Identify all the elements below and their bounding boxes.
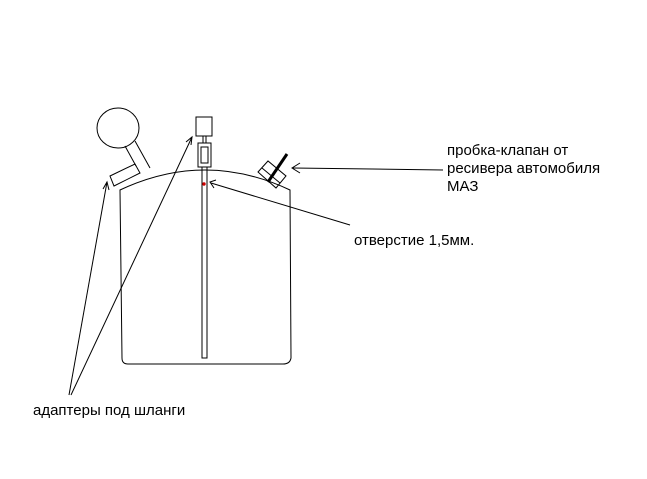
arrow-adapter-right-line (70, 136, 193, 396)
adapters-label: адаптеры под шланги (33, 402, 186, 419)
arrow-valve-head (291, 162, 301, 174)
valve-plug-icon (257, 160, 287, 189)
gauge-stem (124, 140, 151, 169)
valve-label-line-1: пробка-клапан от (447, 142, 569, 159)
arrow-adapter-left-line (68, 181, 108, 396)
arrow-hole-line (210, 182, 351, 226)
valve-label-line-2: ресивера автомобиля (447, 160, 601, 177)
arrow-adapter-left-head (102, 180, 110, 191)
valve-stem (266, 153, 289, 183)
hole-marker (202, 182, 206, 186)
valve-label: пробка-клапан от ресивера автомобиля МАЗ (447, 142, 600, 196)
arrow-valve-line (292, 167, 444, 171)
siphon-tube (201, 166, 208, 359)
adapter-fitting-left (109, 163, 141, 187)
arrow-hole-head (209, 179, 217, 189)
hole-label: отверстие 1,5мм. (354, 232, 475, 249)
tube-fitting-inner (200, 146, 209, 164)
pressure-gauge-icon (96, 107, 140, 149)
tube-cap (195, 116, 213, 137)
valve-label-line-3: МАЗ (447, 178, 479, 195)
tube-neck (202, 136, 207, 143)
arrow-adapter-right-head (185, 135, 193, 146)
tank-body (119, 169, 292, 365)
